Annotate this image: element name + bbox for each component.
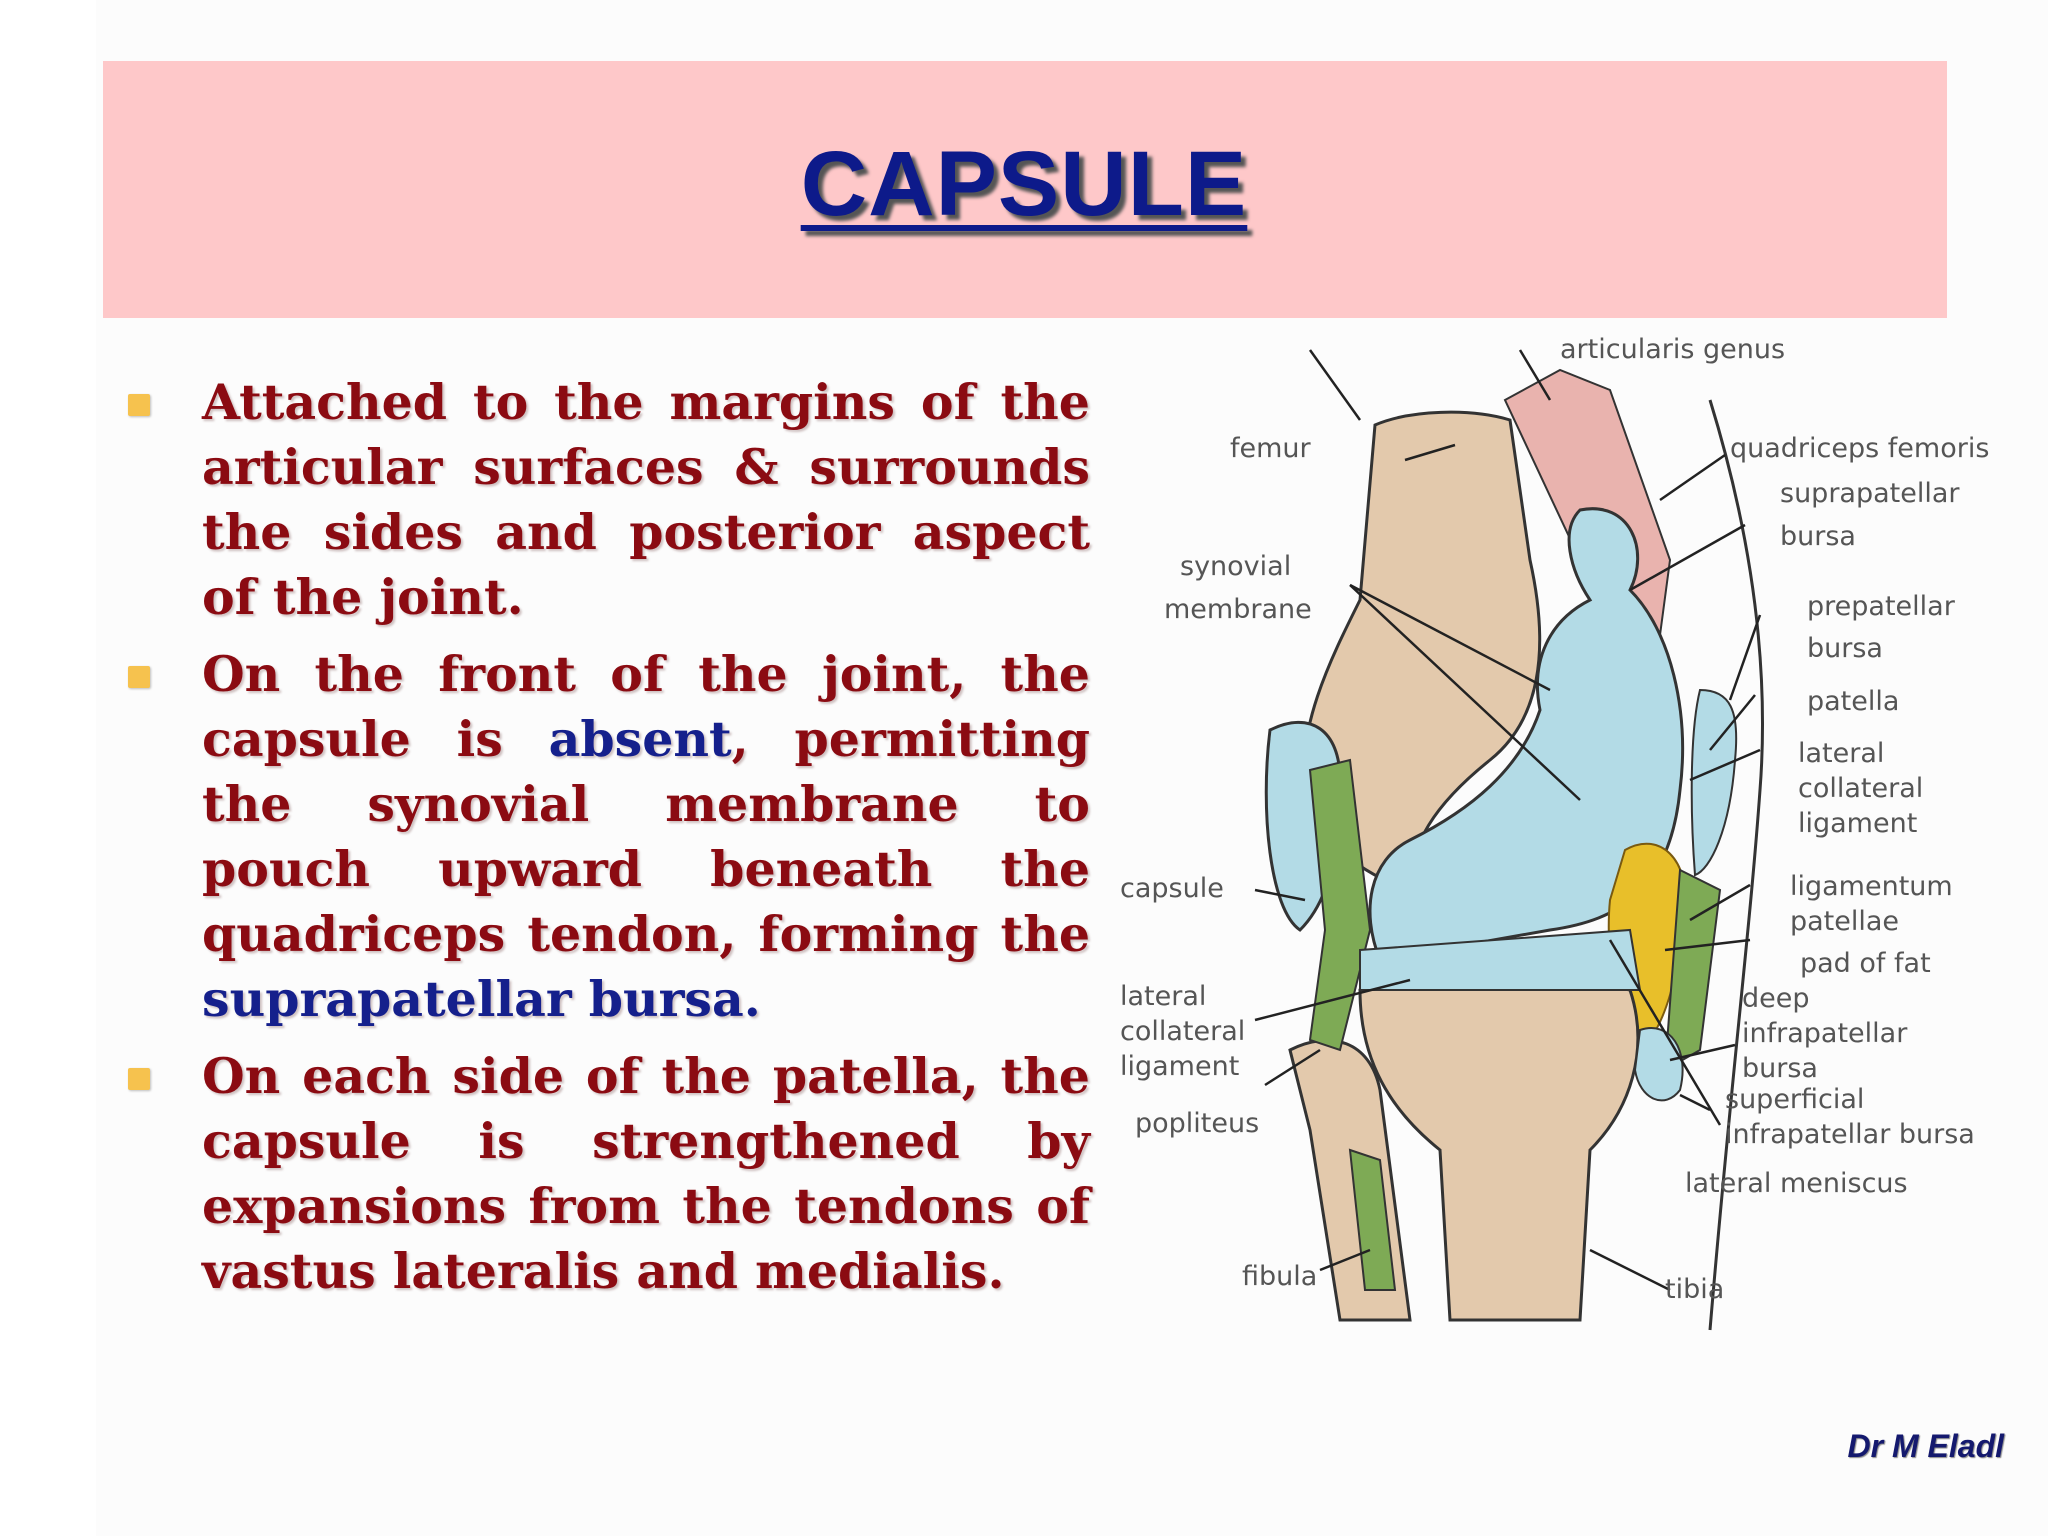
bullet-text: , permitting the synovial membrane to po… xyxy=(202,710,1090,963)
label-femur: femur xyxy=(1230,433,1312,464)
label-lateral-collateral-left-1: lateral xyxy=(1120,981,1206,1012)
label-patella: patella xyxy=(1807,686,1899,717)
title-band xyxy=(103,61,1947,318)
label-prepatellar: prepatellar xyxy=(1807,591,1956,622)
highlight-suprapatellar-bursa: suprapatellar bursa. xyxy=(202,970,761,1028)
label-superficial-infrapatellar-bursa: infrapatellar bursa xyxy=(1725,1119,1975,1150)
label-lateral-collateral-left-3: ligament xyxy=(1120,1051,1239,1082)
skin-outline xyxy=(1708,399,1765,1331)
label-prepatellar-bursa: bursa xyxy=(1807,633,1883,664)
label-articularis-genus: articularis genus xyxy=(1560,334,1785,365)
patella-bone xyxy=(1690,688,1738,877)
bullet-marker xyxy=(128,394,150,416)
bullet-list: Attached to the margins of the articular… xyxy=(128,370,1090,1316)
label-synovial: synovial xyxy=(1180,551,1291,582)
ligamentum-patellae-shape xyxy=(1663,868,1722,1072)
label-suprapatellar-bursa: bursa xyxy=(1780,521,1856,552)
highlight-absent: absent xyxy=(548,710,732,768)
label-lateral-meniscus: lateral meniscus xyxy=(1685,1168,1908,1199)
label-fibula: fibula xyxy=(1242,1261,1317,1292)
author-credit: Dr M Eladl xyxy=(1847,1428,2004,1464)
label-capsule: capsule xyxy=(1120,873,1224,904)
lateral-collateral-ligament-shape xyxy=(1308,758,1372,1052)
bullet-text: On each side of the patella, the capsule… xyxy=(202,1047,1090,1300)
bullet-item: On each side of the patella, the capsule… xyxy=(128,1044,1090,1304)
label-pad-of-fat: pad of fat xyxy=(1800,948,1931,979)
bullet-marker xyxy=(128,666,150,688)
bullet-text: On the front of the joint, the capsule i… xyxy=(202,645,1090,768)
label-superficial: superficial xyxy=(1725,1084,1864,1115)
label-lateral-collateral-right-3: ligament xyxy=(1798,808,1917,839)
bullet-text: Attached to the margins of the articular… xyxy=(202,373,1090,626)
label-lateral-collateral-right-1: lateral xyxy=(1798,738,1884,769)
label-ligamentum: ligamentum xyxy=(1790,871,1953,902)
label-synovial-membrane: membrane xyxy=(1164,594,1312,625)
knee-joint-diagram: articularis genus femur quadriceps femor… xyxy=(1120,334,1989,1331)
bullet-marker xyxy=(128,1068,150,1090)
bullet-item: On the front of the joint, the capsule i… xyxy=(128,642,1090,1032)
synovial-membrane xyxy=(1368,507,1684,962)
label-popliteus: popliteus xyxy=(1135,1108,1259,1139)
label-tibia: tibia xyxy=(1665,1274,1724,1305)
fibula-ligament xyxy=(1348,1148,1397,1291)
label-quadriceps-femoris: quadriceps femoris xyxy=(1730,433,1989,464)
label-suprapatellar: suprapatellar xyxy=(1780,478,1960,509)
leader-lines xyxy=(1254,349,1762,1292)
diagram-labels: articularis genus femur quadriceps femor… xyxy=(1120,334,1989,1305)
label-lateral-collateral-left-2: collateral xyxy=(1120,1016,1245,1047)
label-lateral-collateral-right-2: collateral xyxy=(1798,773,1923,804)
slide-title: CAPSULE xyxy=(800,133,1248,235)
label-deep: deep xyxy=(1742,983,1810,1014)
label-ligamentum-patellae: patellae xyxy=(1790,906,1899,937)
bullet-item: Attached to the margins of the articular… xyxy=(128,370,1090,630)
label-deep-infrapatellar: infrapatellar xyxy=(1742,1018,1908,1049)
label-deep-infrapatellar-bursa: bursa xyxy=(1742,1053,1818,1084)
